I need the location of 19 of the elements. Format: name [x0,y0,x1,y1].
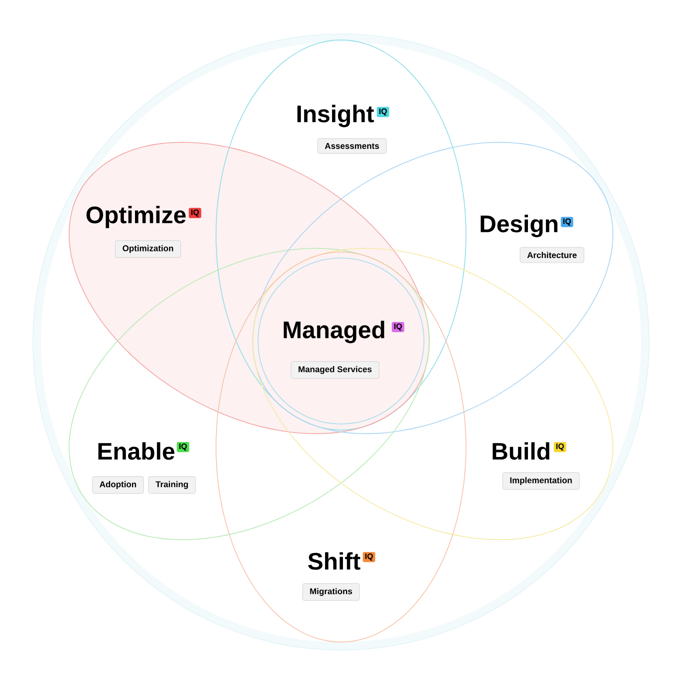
heading: Optimize [86,206,186,228]
tag-pill: Migrations [302,583,360,601]
heading: Shift [308,552,360,570]
tag-pill: Training [148,476,196,494]
heading: Managed [284,320,384,344]
tag-pill: Implementation [502,472,580,490]
tag-pill: Architecture [520,247,584,263]
tag-pill: Optimization [115,240,181,258]
outer-circle [32,34,650,650]
tag-pill: Adoption [92,476,144,494]
venn-ellipse [216,40,466,430]
heading: Design [480,214,558,238]
venn-ellipse [258,258,424,424]
heading: Insight [297,104,374,128]
tag-pill: Assessments [317,138,387,154]
heading: Enable [98,442,174,460]
heading: Build [492,442,550,460]
venn-ellipse [216,252,466,642]
tag-pill: Managed Services [290,361,380,379]
